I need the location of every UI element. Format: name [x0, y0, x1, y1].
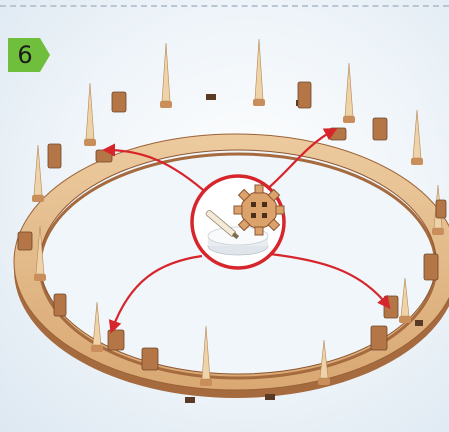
bracket	[373, 118, 387, 140]
peg	[32, 145, 44, 202]
bracket	[384, 296, 398, 318]
bracket	[424, 254, 438, 280]
bracket	[142, 348, 158, 370]
bracket	[371, 326, 387, 350]
bracket	[298, 82, 311, 108]
gear-and-glue-icon	[192, 176, 284, 268]
peg	[253, 39, 265, 106]
gear-icon	[234, 185, 284, 235]
bracket	[96, 150, 112, 162]
peg	[343, 63, 355, 123]
bracket	[18, 232, 32, 250]
bracket	[108, 330, 124, 350]
bracket	[48, 144, 61, 168]
bracket	[112, 92, 126, 112]
bracket	[436, 200, 446, 218]
peg	[84, 83, 96, 146]
peg	[411, 110, 423, 165]
bracket	[54, 294, 66, 316]
peg	[160, 43, 172, 108]
